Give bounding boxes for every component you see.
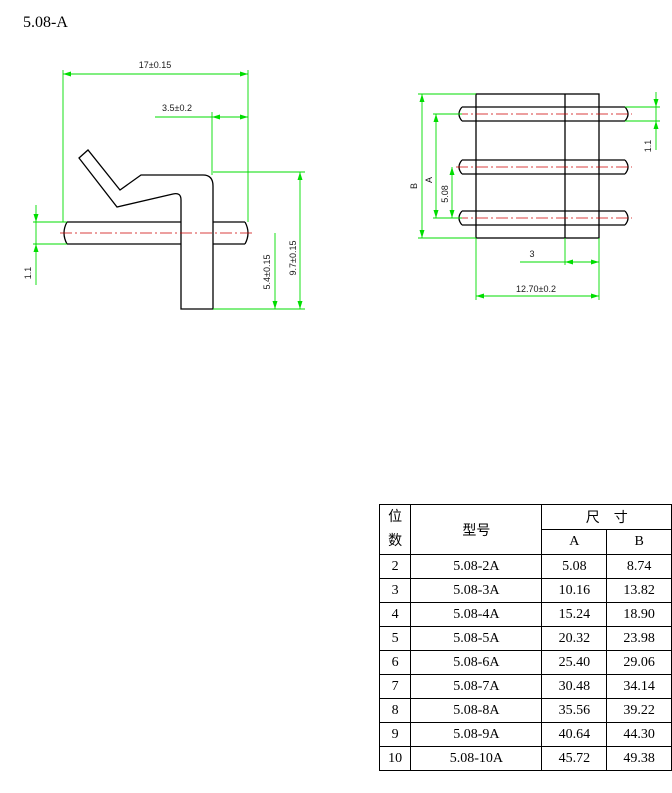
- cell-model: 5.08-8A: [410, 698, 543, 723]
- cell-a: 20.32: [541, 626, 608, 651]
- dim-length: 17±0.15: [139, 60, 171, 70]
- cell-count: 2: [378, 554, 412, 579]
- side-pin: [67, 221, 245, 245]
- table-row: 10 5.08-10A 45.72 49.38: [378, 746, 672, 771]
- cell-count: 4: [378, 602, 412, 627]
- table-row: 3 5.08-3A 10.16 13.82: [378, 578, 672, 603]
- dim-A: A: [424, 177, 434, 183]
- cell-count: 5: [378, 626, 412, 651]
- cell-count: 3: [378, 578, 412, 603]
- table-row: 9 5.08-9A 40.64 44.30: [378, 722, 672, 747]
- top-dimensions: [418, 92, 660, 300]
- side-body-outline: [78, 149, 214, 310]
- cell-a: 45.72: [541, 746, 608, 771]
- table-row: 4 5.08-4A 15.24 18.90: [378, 602, 672, 627]
- top-pin-2: [458, 159, 629, 175]
- header-model: 型号: [410, 504, 543, 555]
- cell-model: 5.08-5A: [410, 626, 543, 651]
- cell-b: 49.38: [606, 746, 672, 771]
- spec-table: 位 数 型号 尺 寸 A B 2 5.08-2A 5.08 8.74 3 5.0…: [378, 504, 672, 771]
- cell-model: 5.08-10A: [410, 746, 543, 771]
- cell-model: 5.08-6A: [410, 650, 543, 675]
- cell-model: 5.08-4A: [410, 602, 543, 627]
- dim-top-offset: 3: [529, 249, 534, 259]
- table-row: 6 5.08-6A 25.40 29.06: [378, 650, 672, 675]
- table-row: 8 5.08-8A 35.56 39.22: [378, 698, 672, 723]
- cell-a: 10.16: [541, 578, 608, 603]
- top-pin-3: [458, 210, 629, 226]
- header-a: A: [541, 529, 608, 555]
- top-body: [475, 93, 600, 239]
- dim-short-height: 5.4±0.15: [262, 255, 272, 290]
- cell-b: 34.14: [606, 674, 672, 699]
- cell-a: 15.24: [541, 602, 608, 627]
- cell-b: 39.22: [606, 698, 672, 723]
- cell-b: 13.82: [606, 578, 672, 603]
- top-view: [458, 93, 629, 239]
- cell-a: 5.08: [541, 554, 608, 579]
- cell-b: 18.90: [606, 602, 672, 627]
- cell-b: 23.98: [606, 626, 672, 651]
- dim-total-height: 9.7±0.15: [288, 241, 298, 276]
- cell-a: 35.56: [541, 698, 608, 723]
- dim-pitch: 5.08: [440, 185, 450, 203]
- table-row: 5 5.08-5A 20.32 23.98: [378, 626, 672, 651]
- cell-count: 6: [378, 650, 412, 675]
- cell-count: 9: [378, 722, 412, 747]
- cell-count: 10: [378, 746, 412, 771]
- header-size: 尺 寸: [541, 504, 672, 530]
- dim-offset: 3.5±0.2: [162, 103, 192, 113]
- header-b: B: [606, 529, 672, 555]
- table-header-row: 位 数 型号 尺 寸: [378, 504, 672, 555]
- cell-model: 5.08-3A: [410, 578, 543, 603]
- top-pin-1: [458, 106, 629, 122]
- cell-model: 5.08-9A: [410, 722, 543, 747]
- top-arrows: [419, 94, 659, 299]
- dim-pin-dia-top: 1.1: [643, 140, 653, 153]
- drawing-title: 5.08-A: [23, 14, 68, 31]
- cell-count: 7: [378, 674, 412, 699]
- cell-a: 25.40: [541, 650, 608, 675]
- cell-b: 44.30: [606, 722, 672, 747]
- dim-pin-dia-side: 1.1: [23, 267, 33, 280]
- cell-a: 30.48: [541, 674, 608, 699]
- cell-model: 5.08-7A: [410, 674, 543, 699]
- side-arrows: [33, 71, 303, 309]
- cell-model: 5.08-2A: [410, 554, 543, 579]
- table-subheader-row: A B: [380, 529, 672, 555]
- cell-a: 40.64: [541, 722, 608, 747]
- table-row: 7 5.08-7A 30.48 34.14: [378, 674, 672, 699]
- dim-top-width: 12.70±0.2: [516, 284, 556, 294]
- header-count: 位 数: [378, 504, 412, 555]
- cell-b: 8.74: [606, 554, 672, 579]
- top-center-lines: [456, 113, 632, 219]
- cell-count: 8: [378, 698, 412, 723]
- cell-b: 29.06: [606, 650, 672, 675]
- technical-drawing: 17±0.15 3.5±0.2 1.1 5.4±0.15 9.7±0.15: [23, 60, 660, 310]
- table-row: 2 5.08-2A 5.08 8.74: [378, 554, 672, 579]
- side-view: [63, 149, 249, 310]
- dim-B: B: [409, 183, 419, 189]
